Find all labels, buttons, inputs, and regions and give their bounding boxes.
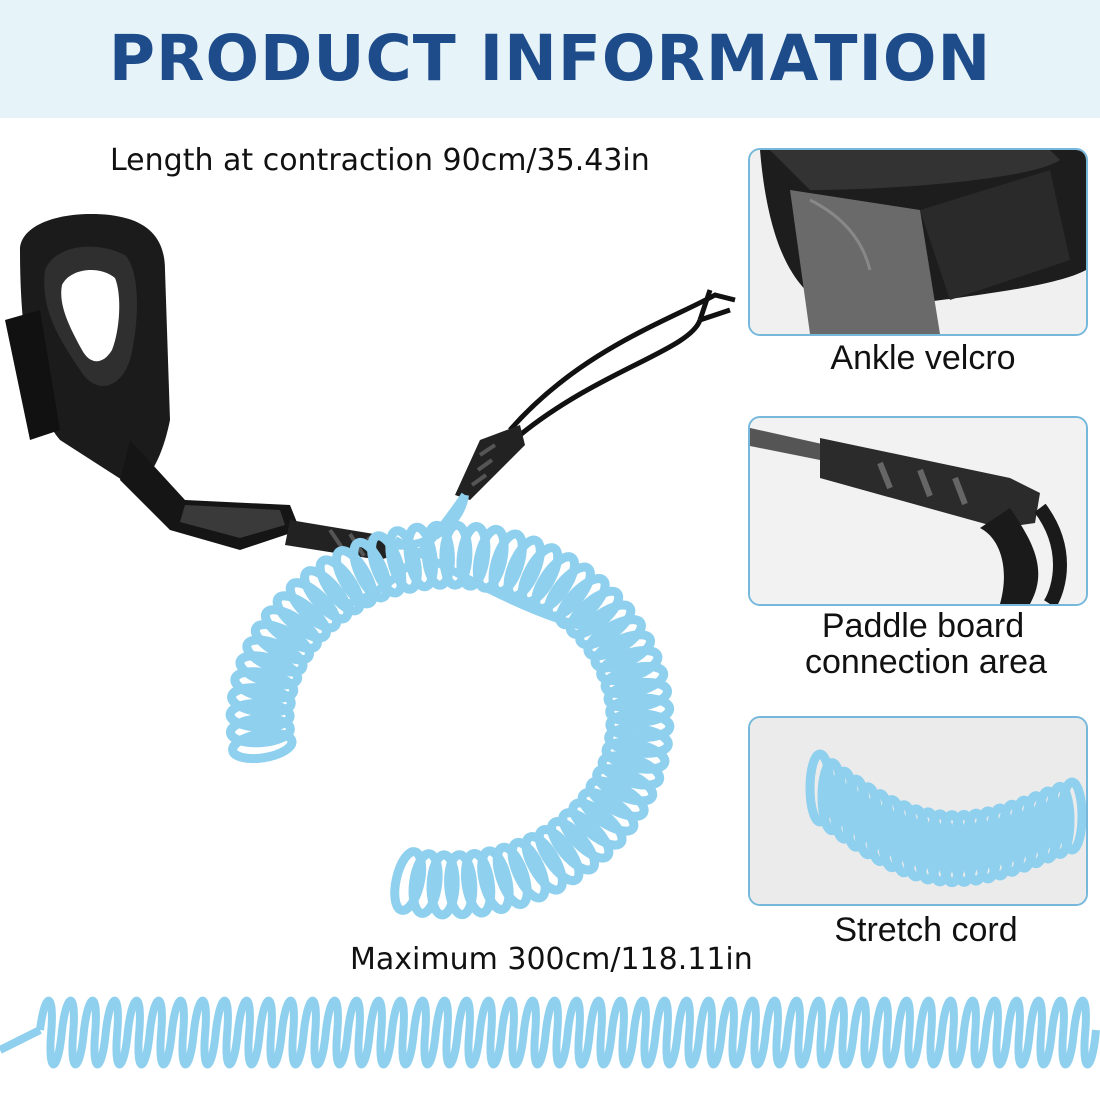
leash-product-image — [5, 214, 736, 920]
stretch-cord-inset — [748, 716, 1088, 906]
stretch-cord-label: Stretch cord — [834, 911, 1018, 949]
page-title: PRODUCT INFORMATION — [108, 22, 992, 95]
connection-area-label-line1: Paddle board — [821, 607, 1025, 645]
maximum-length-caption: Maximum 300cm/118.11in — [350, 942, 753, 977]
coiled-cord-illustration — [225, 520, 675, 920]
board-tie-cord — [455, 289, 736, 500]
header-banner: PRODUCT INFORMATION — [0, 0, 1100, 118]
ankle-velcro-inset — [748, 148, 1088, 336]
stretch-cord-photo — [750, 718, 1086, 904]
contraction-length-caption: Length at contraction 90cm/35.43in — [110, 143, 650, 178]
connection-area-label-line2: connection area — [805, 643, 1047, 681]
connection-area-inset — [748, 416, 1088, 606]
ankle-velcro-label: Ankle velcro — [830, 339, 1016, 377]
ankle-velcro-photo — [750, 150, 1086, 334]
connection-area-photo — [750, 418, 1086, 604]
ankle-cuff-illustration — [5, 214, 395, 560]
stretched-cord-illustration — [0, 996, 1100, 1069]
